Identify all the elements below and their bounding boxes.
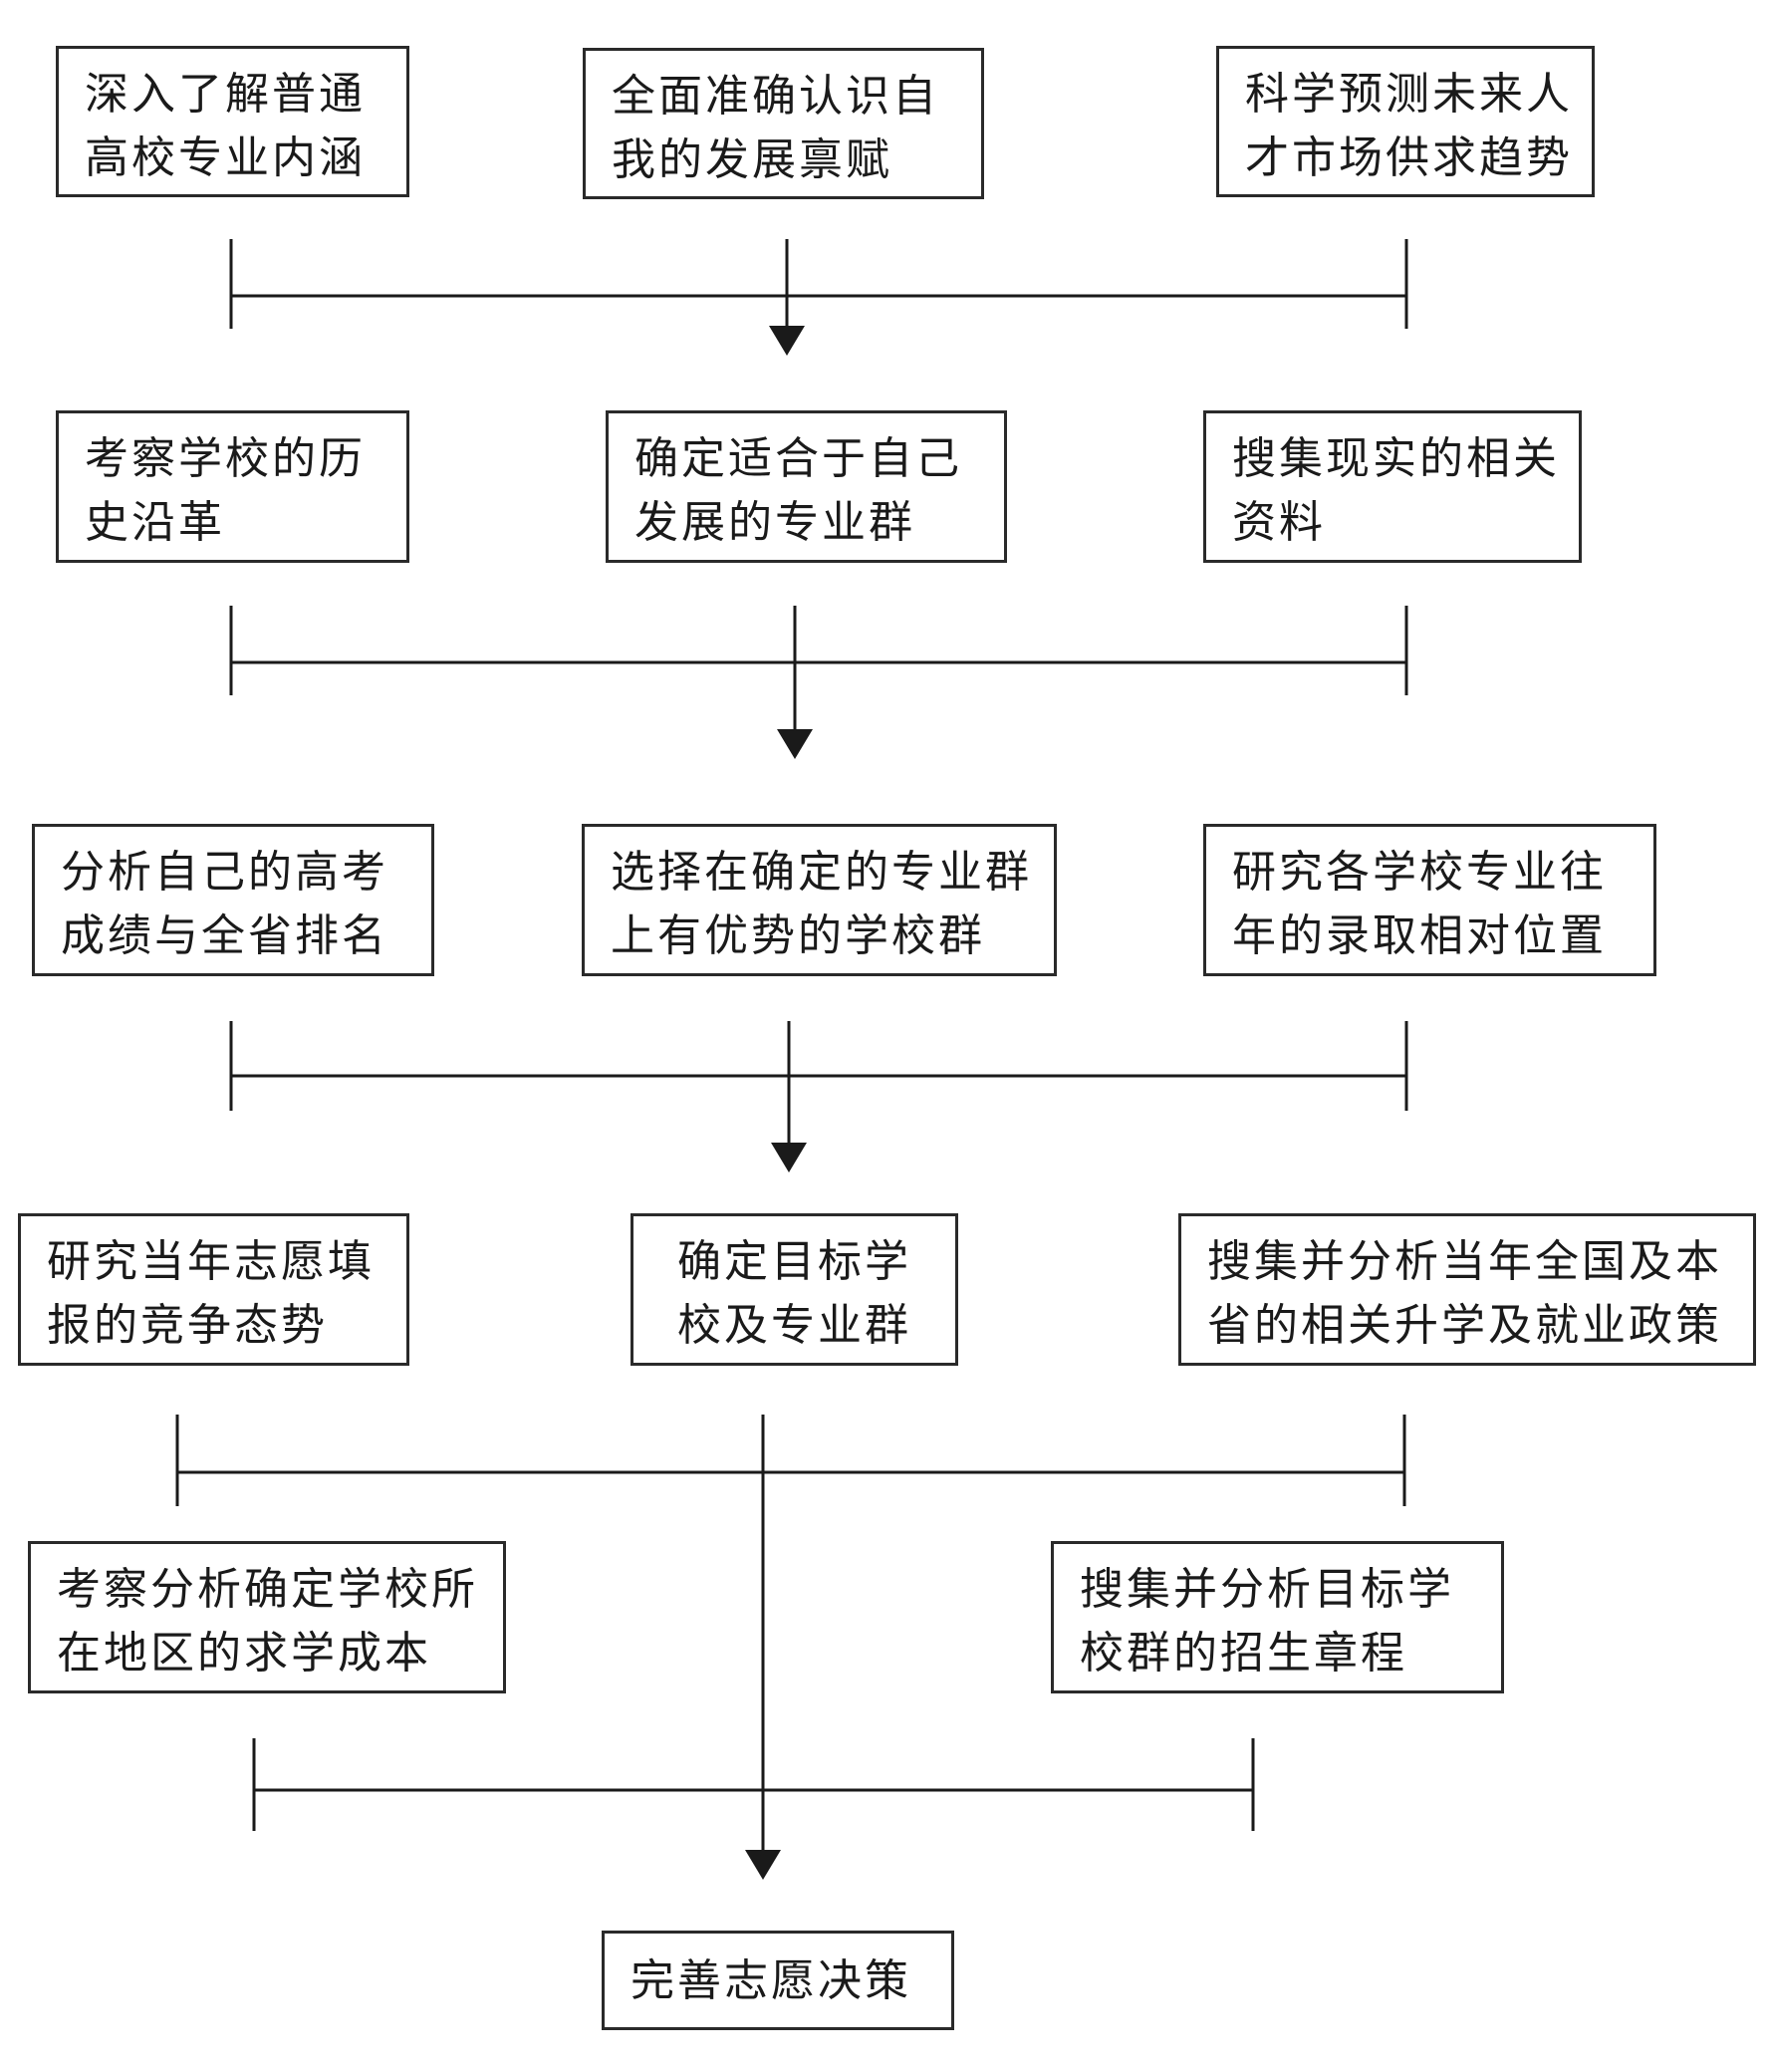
box-text-line: 考察分析确定学校所 — [57, 1564, 478, 1615]
box-text-line: 研究各学校专业往 — [1232, 847, 1607, 898]
box-text-line: 深入了解普通 — [85, 69, 366, 120]
box-admission-rules: 搜集并分析目标学 校群的招生章程 — [1051, 1541, 1504, 1693]
box-text-line: 搜集并分析目标学 — [1080, 1564, 1454, 1615]
box-text-line: 校及专业群 — [677, 1300, 911, 1351]
box-understand-majors: 深入了解普通 高校专业内涵 — [56, 46, 409, 197]
box-text-line: 校群的招生章程 — [1080, 1628, 1407, 1679]
box-collect-data: 搜集现实的相关 资料 — [1203, 410, 1582, 563]
box-market-forecast: 科学预测未来人 才市场供求趋势 — [1216, 46, 1595, 197]
box-competition: 研究当年志愿填 报的竞争态势 — [18, 1213, 409, 1366]
box-text-line: 省的相关升学及就业政策 — [1207, 1300, 1722, 1351]
box-text-line: 上有优势的学校群 — [611, 910, 985, 961]
box-text-line: 搜集现实的相关 — [1232, 433, 1560, 484]
box-text-line: 科学预测未来人 — [1245, 69, 1573, 120]
box-text-line: 研究当年志愿填 — [47, 1236, 375, 1287]
box-text-line: 确定目标学 — [677, 1236, 911, 1287]
box-select-schools: 选择在确定的专业群 上有优势的学校群 — [582, 824, 1057, 976]
box-final-decision: 完善志愿决策 — [602, 1931, 954, 2030]
box-text-line: 报的竞争态势 — [47, 1300, 328, 1351]
box-text-line: 在地区的求学成本 — [57, 1628, 431, 1679]
box-text-line: 完善志愿决策 — [631, 1955, 911, 2006]
box-text-line: 年的录取相对位置 — [1232, 910, 1607, 961]
box-exam-ranking: 分析自己的高考 成绩与全省排名 — [32, 824, 434, 976]
box-admission-history: 研究各学校专业往 年的录取相对位置 — [1203, 824, 1656, 976]
box-major-group: 确定适合于自己 发展的专业群 — [606, 410, 1007, 563]
box-text-line: 分析自己的高考 — [61, 847, 388, 898]
box-text-line: 资料 — [1232, 497, 1326, 548]
box-text-line: 发展的专业群 — [634, 497, 915, 548]
box-school-history: 考察学校的历 史沿革 — [56, 410, 409, 563]
box-text-line: 成绩与全省排名 — [61, 910, 388, 961]
box-study-cost: 考察分析确定学校所 在地区的求学成本 — [28, 1541, 506, 1693]
box-target-schools: 确定目标学 校及专业群 — [631, 1213, 958, 1366]
box-text-line: 确定适合于自己 — [634, 433, 962, 484]
box-text-line: 全面准确认识自 — [612, 71, 939, 122]
box-text-line: 我的发展禀赋 — [612, 134, 892, 185]
box-text-line: 选择在确定的专业群 — [611, 847, 1032, 898]
box-text-line: 搜集并分析当年全国及本 — [1207, 1236, 1722, 1287]
box-text-line: 史沿革 — [85, 497, 225, 548]
box-text-line: 才市场供求趋势 — [1245, 132, 1573, 183]
box-self-assessment: 全面准确认识自 我的发展禀赋 — [583, 48, 984, 199]
box-text-line: 考察学校的历 — [85, 433, 366, 484]
box-policy-analysis: 搜集并分析当年全国及本 省的相关升学及就业政策 — [1178, 1213, 1756, 1366]
box-text-line: 高校专业内涵 — [85, 132, 366, 183]
